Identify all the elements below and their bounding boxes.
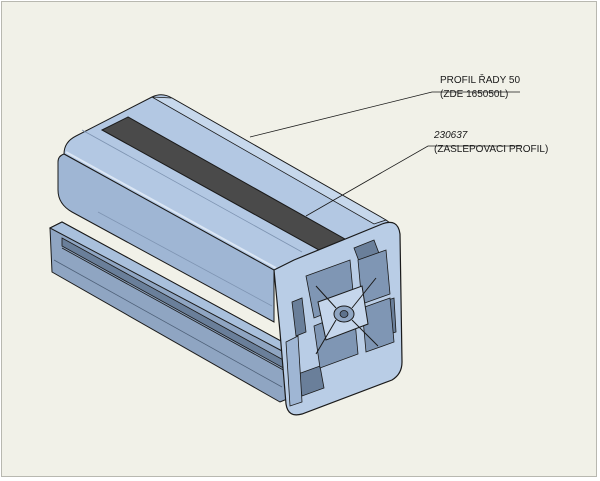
leader-line-profile bbox=[249, 91, 520, 138]
callout-profile-line1: PROFIL ŘADY 50 bbox=[440, 73, 520, 86]
profile-end-face bbox=[273, 221, 403, 416]
callout-profile-line2: (ZDE 165050L) bbox=[440, 89, 508, 100]
profile-lower-block bbox=[48, 221, 293, 403]
callout-cover-line1: 230637 bbox=[433, 130, 468, 141]
callout-cover-line2: (ZASLEPOVACI PROFIL) bbox=[434, 144, 548, 155]
leader-lines bbox=[249, 91, 522, 217]
leader-line-cover bbox=[305, 145, 522, 217]
